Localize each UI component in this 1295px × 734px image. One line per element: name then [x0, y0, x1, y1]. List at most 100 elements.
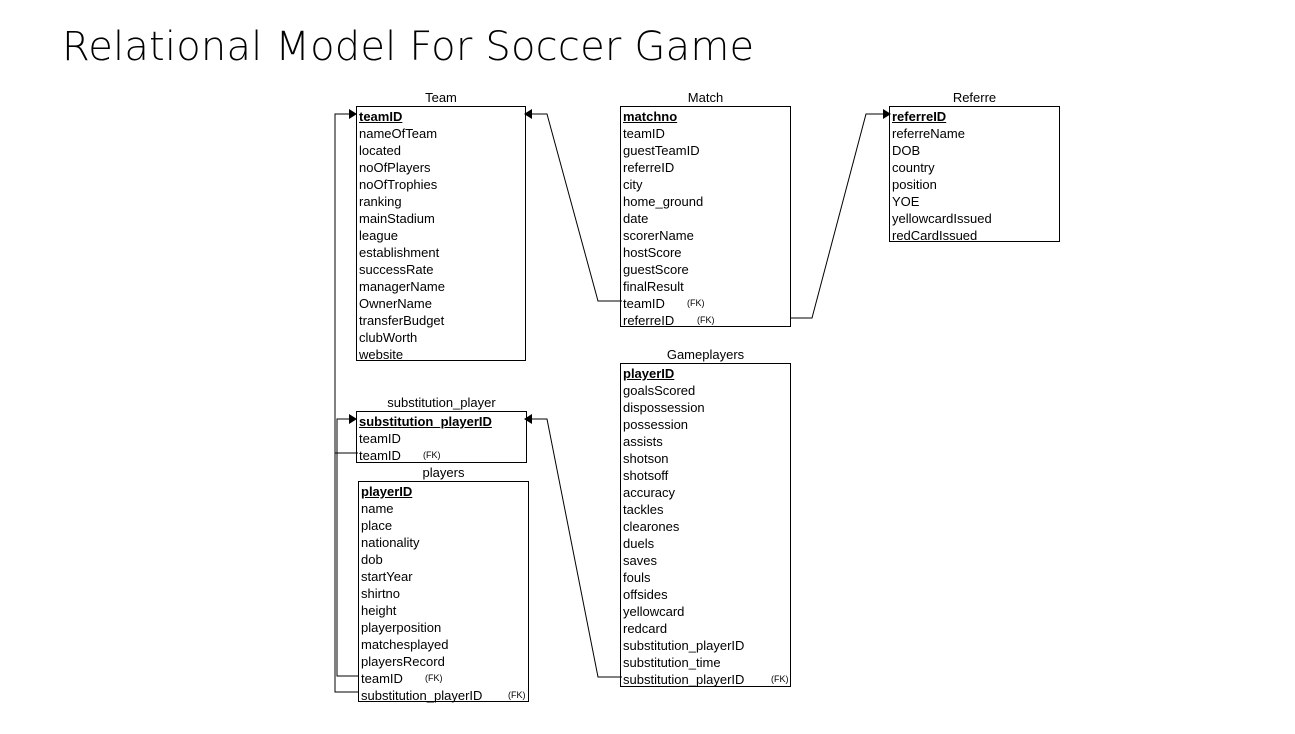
attribute: redcard [623, 621, 668, 636]
attribute: substitution_time [623, 655, 721, 670]
connector-match-referre [790, 113, 886, 319]
attribute: hostScore [623, 245, 682, 260]
attribute: website [359, 347, 404, 362]
attribute-fk: substitution_playerID (FK) [361, 687, 528, 704]
attribute: dob [361, 552, 383, 567]
primary-key: matchno [623, 109, 678, 124]
connector-players-substitution [334, 453, 359, 693]
connector-team-substitution [334, 113, 358, 454]
arrowhead-substitution-left [349, 414, 357, 424]
attribute: scorerName [623, 228, 694, 243]
attribute: saves [623, 553, 657, 568]
attribute: referreID [623, 160, 675, 175]
attribute-fk: teamID (FK) [361, 670, 528, 687]
attribute: name [361, 501, 394, 516]
attribute: position [892, 177, 937, 192]
table-title: substitution_player [387, 395, 496, 410]
table-referre: Referre referreID referreName DOB countr… [889, 90, 1060, 243]
fk-marker: (FK) [687, 298, 705, 308]
attribute: shotsoff [623, 468, 669, 483]
attribute: nameOfTeam [359, 126, 438, 141]
attribute: fouls [623, 570, 651, 585]
attribute: home_ground [623, 194, 704, 209]
attribute: date [623, 211, 649, 226]
attribute: playersRecord [361, 654, 445, 669]
attribute: league [359, 228, 399, 243]
connector-match-team [528, 113, 622, 302]
attribute: clubWorth [359, 330, 418, 345]
attribute: offsides [623, 587, 668, 602]
attribute: yellowcard [623, 604, 685, 619]
attribute-name: teamID [361, 671, 403, 686]
primary-key: playerID [623, 366, 675, 381]
fk-marker: (FK) [423, 450, 441, 460]
attribute: city [623, 177, 643, 192]
fk-marker: (FK) [771, 674, 789, 684]
attribute: clearones [623, 519, 680, 534]
table-title: Team [425, 90, 457, 105]
attribute: redCardIssued [892, 228, 978, 243]
table-players: players playerID name place nationality … [358, 465, 529, 704]
attribute: tackles [623, 502, 664, 517]
attribute-name: substitution_playerID [361, 688, 483, 703]
attribute: managerName [359, 279, 445, 294]
arrowhead-substitution-right [524, 414, 532, 424]
attribute: startYear [361, 569, 413, 584]
attribute: shotson [623, 451, 669, 466]
attribute: nationality [361, 535, 420, 550]
primary-key: referreID [892, 109, 947, 124]
table-title: players [422, 465, 465, 480]
attribute: teamID [359, 431, 401, 446]
attribute: noOfPlayers [359, 160, 431, 175]
attribute: possession [623, 417, 689, 432]
attribute: goalsScored [623, 383, 696, 398]
primary-key: playerID [361, 484, 413, 499]
attribute: transferBudget [359, 313, 445, 328]
attribute: matchesplayed [361, 637, 449, 652]
attribute: shirtno [361, 586, 401, 601]
arrowhead-team-right [524, 109, 532, 119]
primary-key: teamID [359, 109, 403, 124]
attribute: ranking [359, 194, 402, 209]
attribute: successRate [359, 262, 434, 277]
attribute: referreName [892, 126, 965, 141]
attribute: mainStadium [359, 211, 435, 226]
attribute: dispossession [623, 400, 705, 415]
attribute-name: referreID [623, 313, 675, 328]
table-substitution-player: substitution_player substitution_playerI… [356, 395, 527, 464]
fk-marker: (FK) [425, 673, 443, 683]
attribute: yellowcardIssued [892, 211, 992, 226]
slide-title: Relational Model For Soccer Game [62, 24, 755, 70]
attribute-fk: teamID (FK) [359, 447, 526, 464]
attribute-name: teamID [359, 448, 401, 463]
attribute-name: teamID [623, 296, 665, 311]
attribute-fk: substitution_playerID (FK) [623, 671, 790, 688]
attribute-name: substitution_playerID [623, 672, 745, 687]
fk-marker: (FK) [697, 315, 715, 325]
primary-key: substitution_playerID [359, 414, 492, 429]
attribute: guestScore [623, 262, 689, 277]
table-title: Match [687, 90, 724, 105]
attribute: country [892, 160, 935, 175]
attribute: playerposition [361, 620, 442, 635]
attribute: guestTeamID [623, 143, 700, 158]
attribute: YOE [892, 194, 920, 209]
attribute: noOfTrophies [359, 177, 438, 192]
connector-gameplayers-substitution [528, 418, 622, 678]
attribute: DOB [892, 143, 921, 158]
attribute: height [361, 603, 397, 618]
attribute: establishment [359, 245, 440, 260]
fk-marker: (FK) [508, 690, 526, 700]
arrowhead-team-left [349, 109, 357, 119]
attribute: OwnerName [359, 296, 432, 311]
attribute: duels [623, 536, 655, 551]
attribute-fk: referreID (FK) [623, 312, 790, 329]
attribute: assists [623, 434, 663, 449]
table-title: Gameplayers [666, 347, 745, 362]
table-team: Team teamID nameOfTeam located noOfPlaye… [356, 90, 526, 362]
attribute: place [361, 518, 393, 533]
table-title: Referre [952, 90, 997, 105]
attribute: located [359, 143, 401, 158]
attribute-fk: teamID (FK) [623, 295, 790, 312]
